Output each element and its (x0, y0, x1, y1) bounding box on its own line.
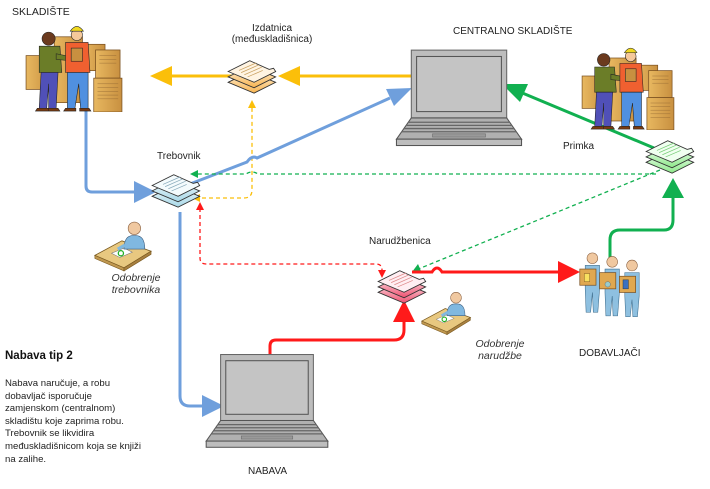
label-izdatnica-line1: Izdatnica (251, 23, 293, 34)
flow-trebovnik-to-narudzbenica (196, 202, 386, 278)
label-odobrenje-trebovnika-line2: trebovnika (111, 284, 161, 296)
document-stack-icon (377, 270, 427, 304)
flow-skladiste-to-trebovnik (84, 108, 156, 203)
person-at-desk-icon (93, 220, 153, 272)
warehouse-workers-icon (581, 47, 675, 130)
description-body: Nabava naručuje, a robu dobavljač isporu… (5, 378, 141, 465)
label-skladiste: SKLADIŠTE (12, 6, 70, 18)
description-title: Nabava tip 2 (5, 350, 73, 362)
flow-trebovnik-to-central (189, 88, 412, 186)
label-primka: Primka (563, 141, 595, 152)
label-izdatnica-line2: (međuskladišnica) (231, 34, 313, 45)
flow-dobavljaci-to-primka (608, 178, 684, 262)
label-odobrenje-trebovnika: Odobrenje trebovnika (104, 272, 168, 296)
label-odobrenje-narudzbe: Odobrenje narudžbe (468, 338, 532, 362)
flow-primka-to-narudzbenica (412, 169, 661, 272)
label-trebovnik: Trebovnik (157, 151, 201, 162)
delivery-people-icon (579, 252, 640, 318)
flow-primka-to-trebovnik (190, 170, 656, 178)
label-centralno-skladiste: CENTRALNO SKLADIŠTE (453, 26, 573, 37)
person-at-desk-icon (420, 290, 472, 336)
label-narudzbenica: Narudžbenica (369, 236, 431, 247)
flow-nabava-to-narudzbenica (268, 300, 415, 356)
laptop-icon (205, 353, 329, 448)
flow-izdatnica-to-skladiste (150, 66, 232, 86)
label-izdatnica: Izdatnica (međuskladišnica) (222, 23, 322, 45)
document-stack-icon (227, 60, 277, 94)
flow-central-to-izdatnica (278, 66, 415, 86)
flow-primka-to-central (502, 84, 655, 150)
laptop-icon (395, 49, 523, 147)
warehouse-workers-icon (25, 25, 123, 112)
label-nabava: NABAVA (248, 466, 288, 477)
label-dobavljaci: DOBAVLJAČI (579, 348, 641, 359)
label-odobrenje-narudzbe-line2: narudžbe (478, 350, 522, 362)
flow-trebovnik-izdatnica-link (192, 100, 256, 202)
flow-narudzbenica-to-dobavljaci (412, 261, 580, 283)
document-stack-icon (151, 174, 201, 208)
document-stack-icon (645, 140, 695, 174)
flow-trebovnik-to-nabava (178, 212, 224, 417)
label-odobrenje-narudzbe-line1: Odobrenje (475, 338, 525, 350)
label-odobrenje-trebovnika-line1: Odobrenje (111, 272, 161, 284)
